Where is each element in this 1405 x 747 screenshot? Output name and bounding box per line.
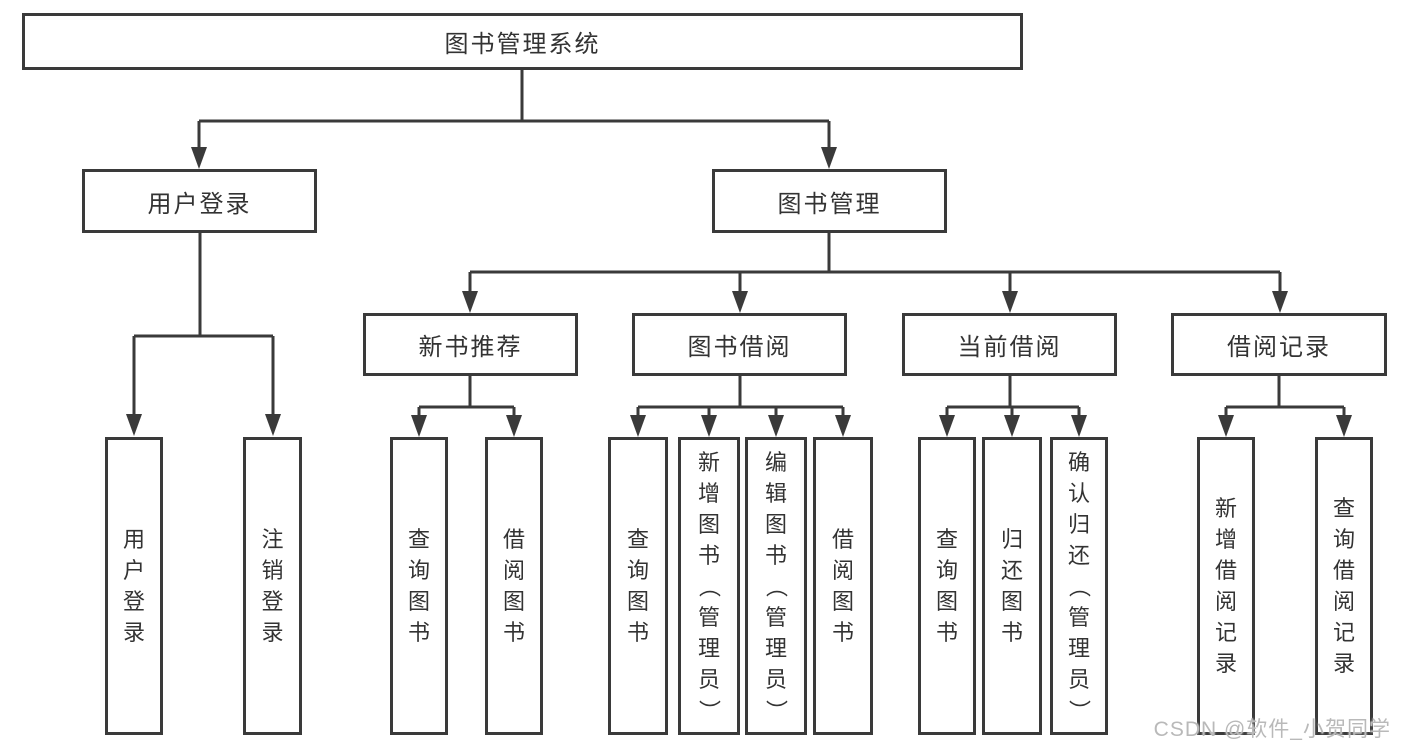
leaf-query-books-2: 查询图书 <box>608 437 668 735</box>
leaf-borrow-books-2-label: 借阅图书 <box>831 527 854 645</box>
node-new-book-recommend: 新书推荐 <box>363 313 578 376</box>
leaf-borrow-books-1-label: 借阅图书 <box>502 527 525 645</box>
leaf-confirm-return-admin: 确认归还（管理员） <box>1050 437 1108 735</box>
leaf-edit-book-admin-label: 编辑图书（管理员） <box>763 449 789 722</box>
node-book-management-label: 图书管理 <box>777 190 882 218</box>
leaf-return-book-label: 归还图书 <box>1000 527 1023 645</box>
watermark: CSDN @软件_小贺同学 <box>1153 718 1391 741</box>
leaf-query-borrow-record-label: 查询借阅记录 <box>1332 496 1355 676</box>
node-user-login-label: 用户登录 <box>147 190 252 218</box>
leaf-add-borrow-record-label: 新增借阅记录 <box>1214 496 1237 676</box>
leaf-user-login-label: 用户登录 <box>122 527 145 645</box>
leaf-borrow-books-1: 借阅图书 <box>485 437 543 735</box>
leaf-logout: 注销登录 <box>243 437 302 735</box>
node-book-borrow: 图书借阅 <box>632 313 847 376</box>
leaf-user-login: 用户登录 <box>105 437 163 735</box>
arrowheads <box>126 147 1352 437</box>
leaf-query-books-2-label: 查询图书 <box>626 527 649 645</box>
node-book-management: 图书管理 <box>712 169 947 233</box>
leaf-return-book: 归还图书 <box>982 437 1042 735</box>
leaf-query-books-3-label: 查询图书 <box>935 527 958 645</box>
leaf-logout-label: 注销登录 <box>261 527 284 645</box>
node-new-book-recommend-label: 新书推荐 <box>418 334 523 361</box>
leaf-add-borrow-record: 新增借阅记录 <box>1197 437 1255 735</box>
node-current-borrow: 当前借阅 <box>902 313 1117 376</box>
leaf-edit-book-admin: 编辑图书（管理员） <box>745 437 807 735</box>
node-borrow-records: 借阅记录 <box>1171 313 1387 376</box>
node-root: 图书管理系统 <box>22 13 1023 70</box>
leaf-query-books-3: 查询图书 <box>918 437 976 735</box>
leaf-query-borrow-record: 查询借阅记录 <box>1315 437 1373 735</box>
node-current-borrow-label: 当前借阅 <box>957 334 1062 361</box>
node-root-label: 图书管理系统 <box>444 31 601 58</box>
leaf-borrow-books-2: 借阅图书 <box>813 437 873 735</box>
leaf-add-book-admin: 新增图书（管理员） <box>678 437 740 735</box>
leaf-confirm-return-admin-label: 确认归还（管理员） <box>1066 449 1092 722</box>
leaf-add-book-admin-label: 新增图书（管理员） <box>696 449 722 722</box>
leaf-query-books-1: 查询图书 <box>390 437 448 735</box>
leaf-query-books-1-label: 查询图书 <box>407 527 430 645</box>
node-user-login: 用户登录 <box>82 169 317 233</box>
node-borrow-records-label: 借阅记录 <box>1227 334 1331 361</box>
node-book-borrow-label: 图书借阅 <box>687 334 792 361</box>
